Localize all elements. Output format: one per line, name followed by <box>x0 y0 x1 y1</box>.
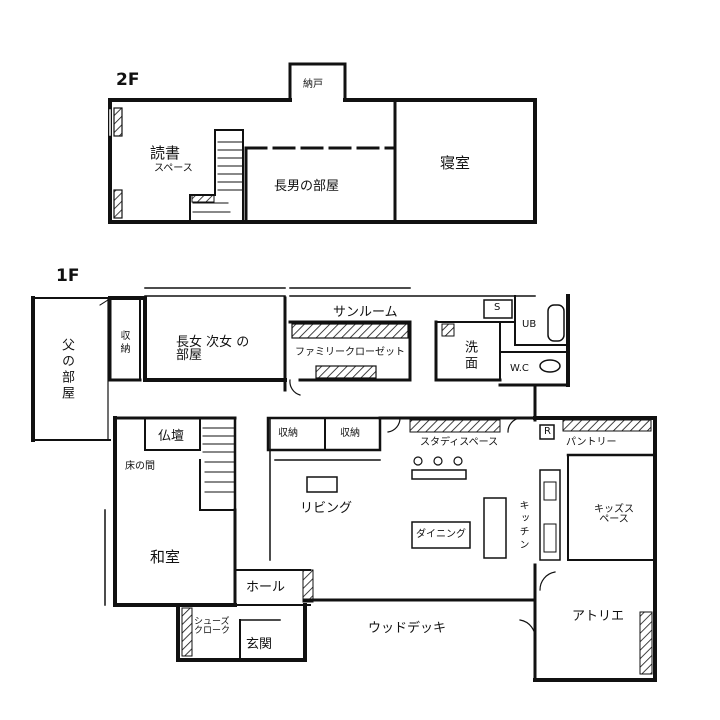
room-label-living: リビング <box>300 501 353 516</box>
room-label-shoe-cloak: シューズ クローク <box>194 617 231 636</box>
room-label-hall: ホール <box>246 580 286 595</box>
floor-label-1f: 1F <box>56 266 80 286</box>
room-label-daughters: 長女 次女 の部屋 <box>176 335 250 363</box>
room-label-kids-space: キッズスペース <box>594 504 634 525</box>
room-label-kitchen: キッチン <box>517 500 528 552</box>
room-label-bedroom: 寝室 <box>440 154 471 172</box>
room-label-dining: ダイニング <box>416 529 466 540</box>
floor-label-2f: 2F <box>116 70 140 90</box>
room-label-entrance: 玄関 <box>246 637 273 652</box>
second-floor-plan <box>108 62 537 224</box>
fridge-mark: R <box>544 426 551 437</box>
room-label-bath: UB <box>522 319 537 330</box>
room-label-toilet: W.C <box>510 363 529 374</box>
first-floor-plan <box>31 287 657 682</box>
room-label-father: 父の部屋 <box>59 338 74 402</box>
room-label-study-space: スタディスペース <box>420 437 499 448</box>
room-label-washroom: 洗面 <box>462 340 477 372</box>
room-label-alcove: 床の間 <box>125 461 155 472</box>
room-label-wood-deck: ウッドデッキ <box>368 621 447 636</box>
room-label-storage-b: 収納 <box>340 428 360 439</box>
room-label-storage-a: 収納 <box>278 428 298 439</box>
room-label-sunroom: サンルーム <box>333 305 398 320</box>
room-label-japanese-room: 和室 <box>150 548 181 566</box>
room-label-reading-sub: スペース <box>154 163 193 174</box>
room-label-family-closet: ファミリークローゼット <box>295 347 405 358</box>
room-label-atelier: アトリエ <box>572 609 625 624</box>
room-label-closet-small: 収納 <box>118 330 129 356</box>
room-label-storage-2f: 納戸 <box>303 79 323 90</box>
room-label-eldest-son: 長男の部屋 <box>274 179 340 194</box>
room-label-altar: 仏壇 <box>158 429 185 444</box>
room-label-reading: 読書 <box>150 144 181 162</box>
sink-mark: S <box>494 302 501 313</box>
room-label-pantry: パントリー <box>566 437 617 448</box>
